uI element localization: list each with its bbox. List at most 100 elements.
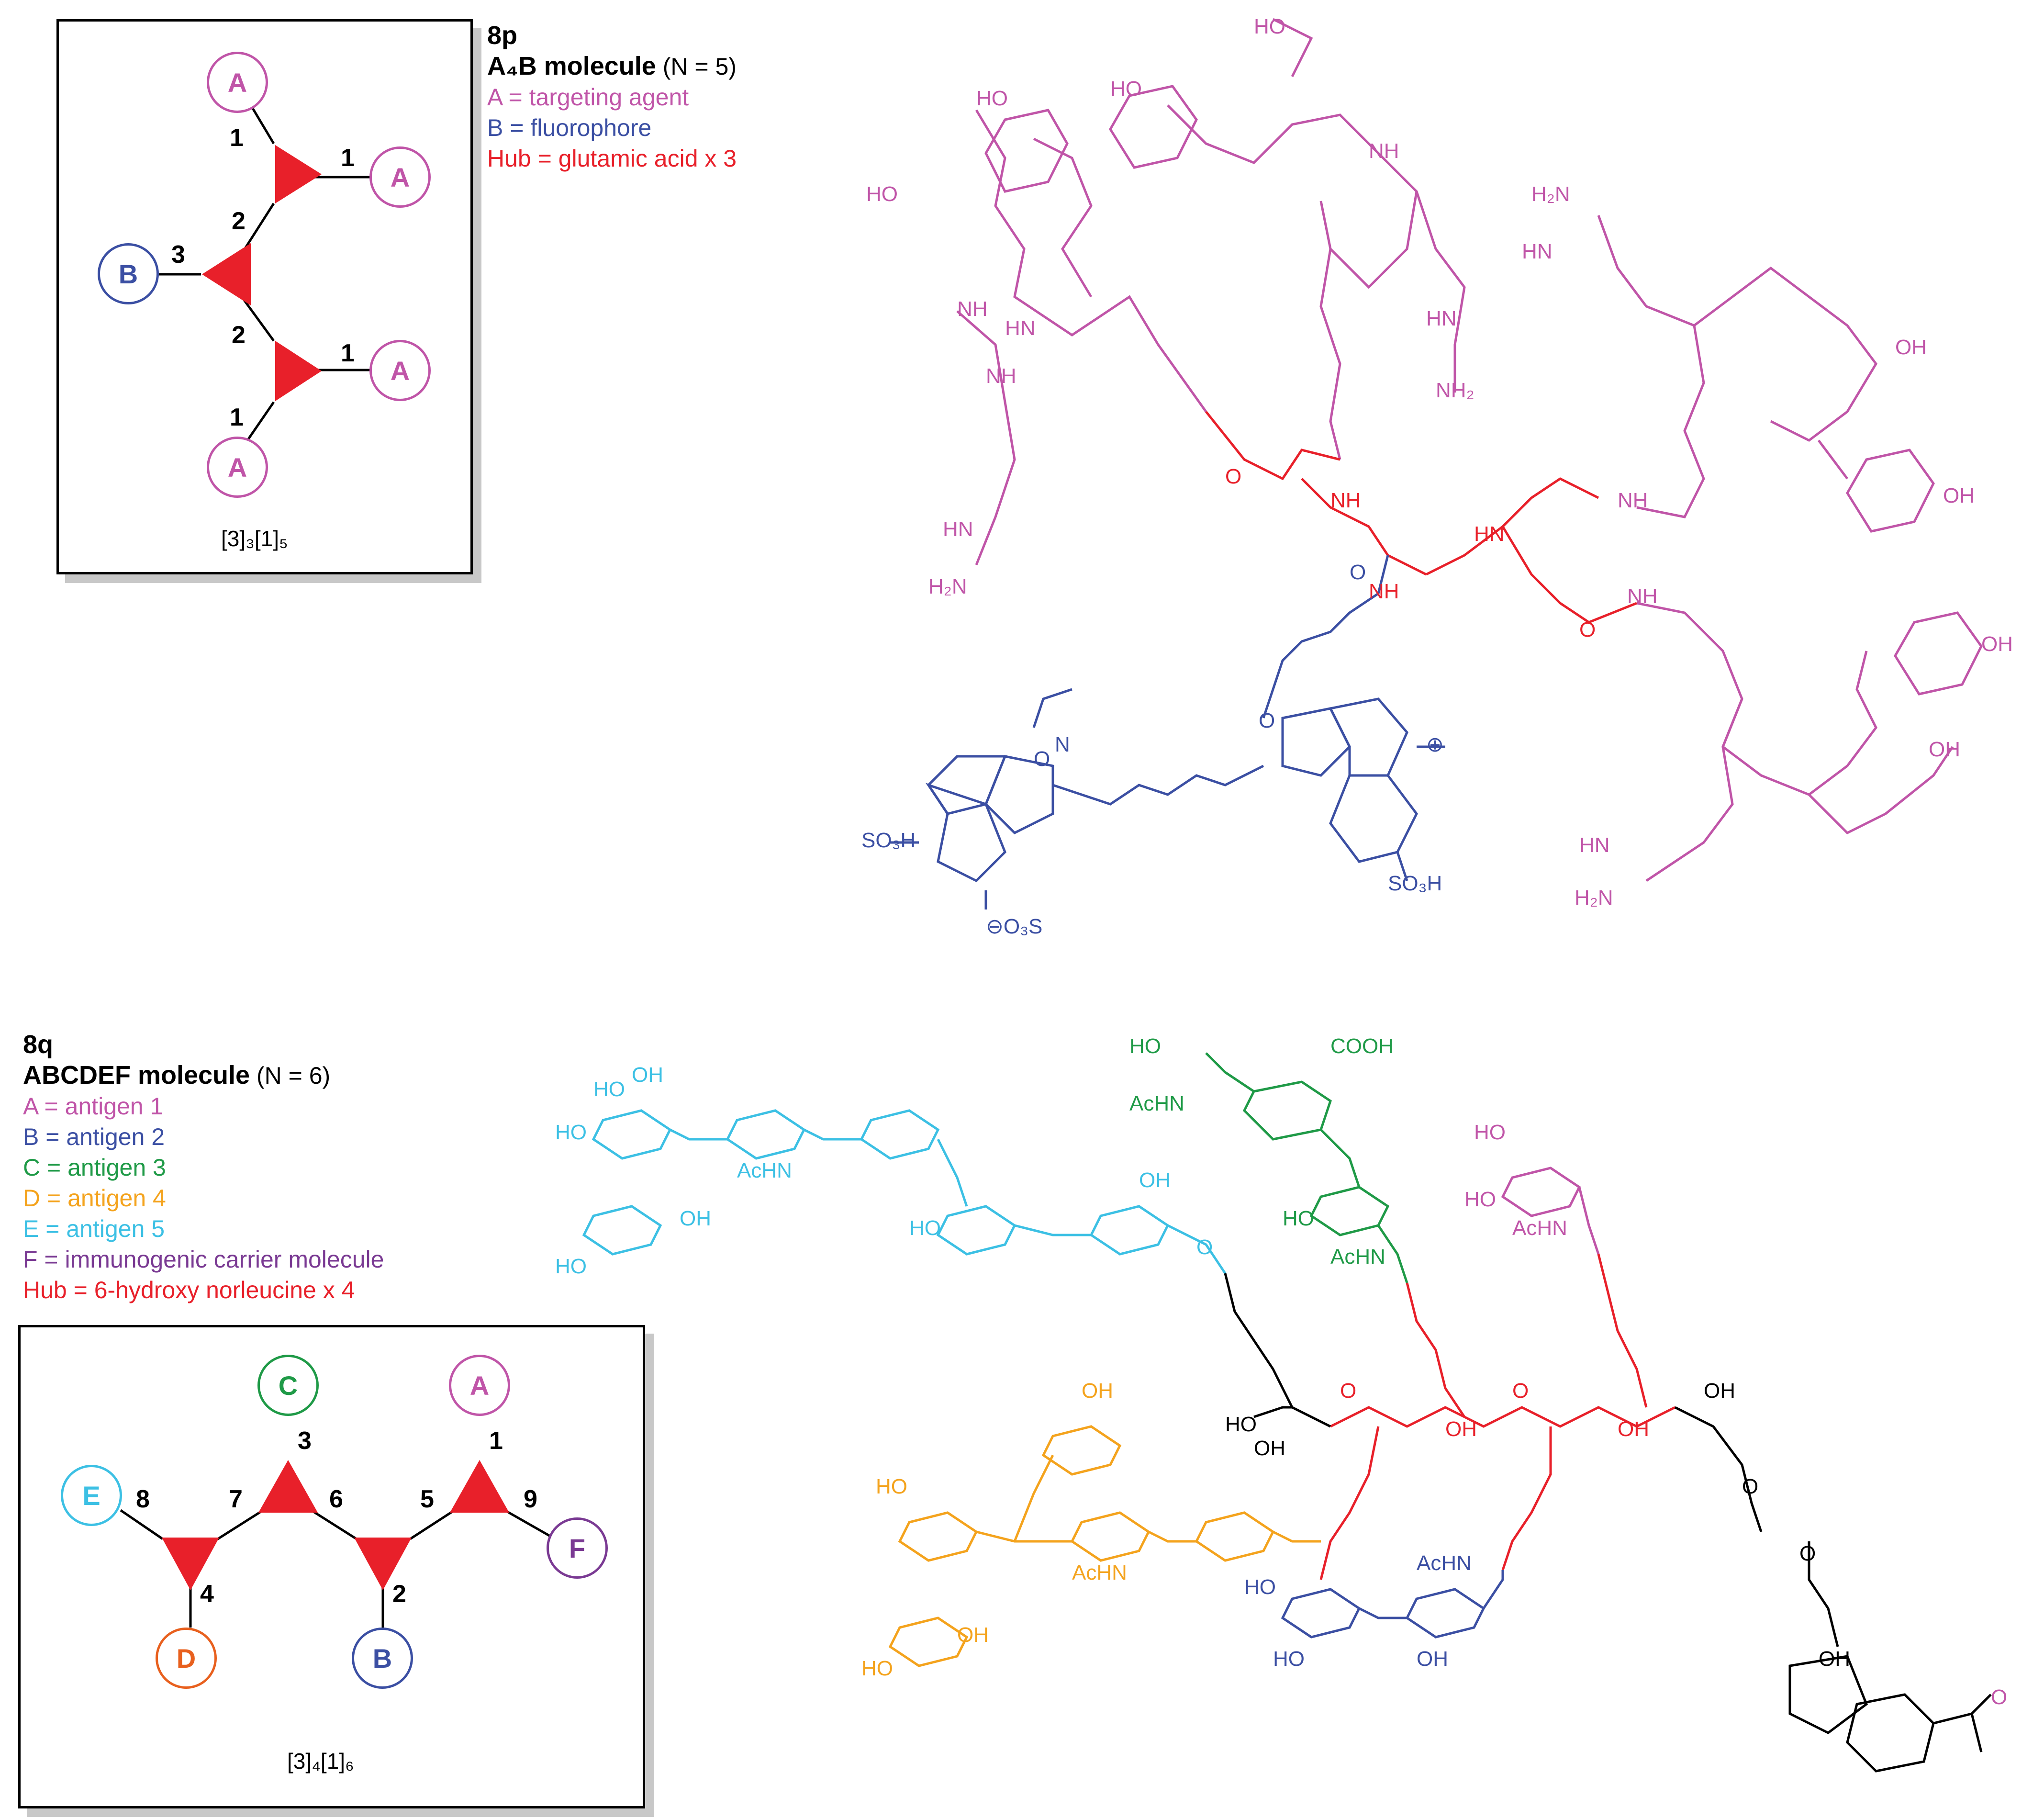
molecule-title: A₄B molecule [487,52,656,80]
atom-label: OH [1254,1437,1285,1460]
hub-triangle-2 [258,1460,318,1513]
atom-label: HN [1522,240,1553,263]
atom-label: HO [1225,1413,1257,1436]
atom-label: OH [1895,336,1927,359]
atom-label: H₂N [1531,182,1570,206]
atom-label: HO [866,182,898,206]
n-count: (N = 5) [662,53,737,80]
atom-label: HN [1426,307,1457,330]
atom-label: OH [1704,1379,1735,1403]
hub-triangle-middle [202,243,251,305]
legend-item: A = antigen 1 [23,1093,164,1120]
edge-label: 4 [200,1580,214,1608]
node-8p-a2: A [369,146,431,208]
structure-8p: HO HO HO HO NH HN NH HN H₂N NH HN NH₂ H₂… [861,15,2013,938]
legend-item: Hub = 6-hydroxy norleucine x 4 [23,1277,355,1303]
molecule-title: ABCDEF molecule [23,1061,250,1089]
atom-label: HN [943,517,973,541]
atom-label: O [1350,561,1366,584]
graph-8q [120,1460,556,1628]
compound-id-8p: 8p [487,21,518,50]
edge-label: 5 [420,1485,434,1513]
legend-8q: 8q ABCDEF molecule (N = 6) A = antigen 1… [23,1029,384,1305]
linker-bonds-8q [1224,1273,1992,1773]
edge-label: 2 [232,207,246,235]
hub-triangle-1 [162,1538,219,1590]
node-8p-b: B [98,243,159,304]
legend-title-8p: A₄B molecule (N = 5) [487,51,737,82]
legend-item: C = antigen 3 [23,1154,166,1181]
atom-label: HN [1474,522,1505,546]
atom-label: NH [1369,139,1399,163]
edge-label: 1 [489,1427,503,1455]
charge-label: N [1055,733,1070,756]
node-8p-a3: A [369,340,431,401]
atom-label: O [1034,747,1050,771]
edge-label: 9 [524,1485,537,1513]
atom-label: HO [593,1078,625,1101]
atom-label: HN [1579,833,1610,857]
hub-bonds-8q [1319,1254,1676,1580]
hub-bonds-8p [1205,411,1637,624]
atom-label: OH [1819,1647,1850,1671]
atom-label: HO [976,87,1008,110]
atom-label: AcHN [1129,1092,1184,1115]
edge-label: 3 [298,1427,312,1455]
atom-label: OH [632,1063,663,1087]
atom-label: HO [1129,1034,1161,1058]
antigen-1-bonds [1501,1167,1600,1255]
atom-label: HO [1464,1188,1496,1211]
atom-label: NH [957,297,988,321]
atom-label: NH [986,364,1016,388]
antigen-5-bonds [582,1109,1227,1274]
legend-item: A = targeting agent [487,84,689,111]
panel-8q [18,1325,645,1808]
atom-label: NH [1627,584,1658,608]
atom-label: ⊖O₃S [986,915,1042,938]
node-8q-d: D [156,1628,217,1689]
atom-label: ⊕ [1426,733,1444,756]
notation-8p: [3]₃[1]₅ [221,526,288,551]
node-8p-a1: A [207,52,268,113]
atom-label: O [1579,618,1596,641]
node-8q-f: F [547,1517,608,1579]
atom-label: OH [680,1207,711,1230]
atom-label: OH [1943,484,1975,507]
edge-label: 2 [392,1580,406,1608]
atom-label: NH [1330,489,1361,512]
node-8p-a4: A [207,437,268,498]
atom-label: SO₃H [1388,872,1442,895]
atom-label: O [1742,1475,1758,1498]
atom-label: HO [909,1216,941,1240]
atom-label: HO [1474,1121,1506,1144]
atom-label: O [1799,1542,1816,1565]
edge-label: 8 [136,1485,150,1513]
hub-triangle-3 [354,1538,412,1590]
antigen-4-bonds [888,1425,1321,1667]
node-8q-e: E [61,1465,122,1526]
atom-label: HO [1254,15,1285,38]
atom-label: HO [1110,77,1142,101]
atom-label: HO [861,1657,893,1680]
legend-item: E = antigen 5 [23,1215,165,1242]
edge-label: 1 [230,124,244,152]
node-8q-a: A [449,1355,510,1416]
atom-label: OH [1981,632,2013,656]
atom-label: OH [1139,1168,1171,1192]
atom-label: O [1512,1379,1529,1403]
atom-label: SO₃H [861,829,916,852]
atom-label: OH [1445,1417,1477,1441]
atom-label: NH [1369,580,1399,603]
hub-triangles-8p [202,145,322,401]
atom-label: OH [1082,1379,1113,1403]
legend-8p: 8p A₄B molecule (N = 5) A = targeting ag… [487,20,737,174]
atom-label: HN [1005,316,1036,340]
hub-triangle-4 [450,1460,509,1513]
notation-8q: [3]₄[1]₆ [287,1749,354,1774]
antigen-2-bonds [1281,1570,1504,1639]
antigen-3-bonds [1205,1052,1408,1283]
edge-label: 1 [230,404,244,431]
atom-label: O [1340,1379,1356,1403]
legend-item: B = antigen 2 [23,1123,165,1150]
atom-labels-8q: HO OH HO AcHN OH HO HO OH O HO COOH AcHN… [555,1034,2007,1709]
